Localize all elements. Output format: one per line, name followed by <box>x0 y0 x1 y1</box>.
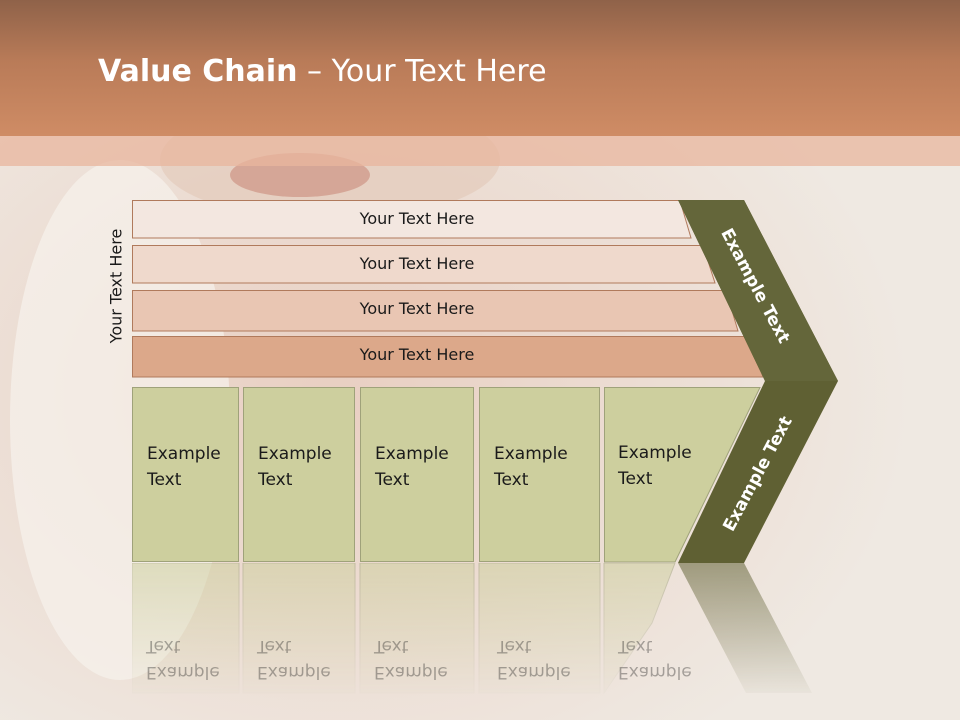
slide-title: Value Chain – Your Text Here <box>98 52 547 92</box>
row-1-shape <box>132 200 692 239</box>
box-4-label: Example Text <box>494 444 568 490</box>
reflection-label-3: Example Text <box>374 636 448 682</box>
box-5: Example Text <box>604 387 724 562</box>
box-1-label: Example Text <box>147 444 221 490</box>
title-bold: Value Chain <box>98 54 298 89</box>
row-3-label: Your Text Here <box>359 299 475 318</box>
header-bar <box>0 0 960 136</box>
box-5-shape <box>604 387 761 563</box>
reflection-label-4: Example Text <box>497 636 571 682</box>
box-3: Example Text <box>360 387 474 562</box>
box-3-label: Example Text <box>375 444 449 490</box>
reflection-label-1: Example Text <box>146 636 220 682</box>
row-4-label: Your Text Here <box>359 345 475 364</box>
title-rest: – Your Text Here <box>297 54 547 89</box>
box-2-label: Example Text <box>258 444 332 490</box>
chevron-arrow <box>678 200 838 563</box>
side-label: Your Text Here <box>106 228 126 344</box>
reflection <box>132 563 812 695</box>
row-2-shape <box>132 245 716 284</box>
row-3-shape <box>132 290 739 332</box>
reflection-labels: Example Text Example Text Example Text E… <box>132 563 852 693</box>
box-2: Example Text <box>243 387 355 562</box>
header-band <box>0 136 960 166</box>
box-4: Example Text <box>479 387 600 562</box>
row-4-shape <box>132 336 764 378</box>
row-2-label: Your Text Here <box>359 254 475 273</box>
reflection-label-5: Example Text <box>618 636 692 682</box>
row-1-label: Your Text Here <box>359 209 475 228</box>
box-5-label: Example Text <box>618 443 692 489</box>
reflection-label-2: Example Text <box>257 636 331 682</box>
box-1: Example Text <box>132 387 239 562</box>
